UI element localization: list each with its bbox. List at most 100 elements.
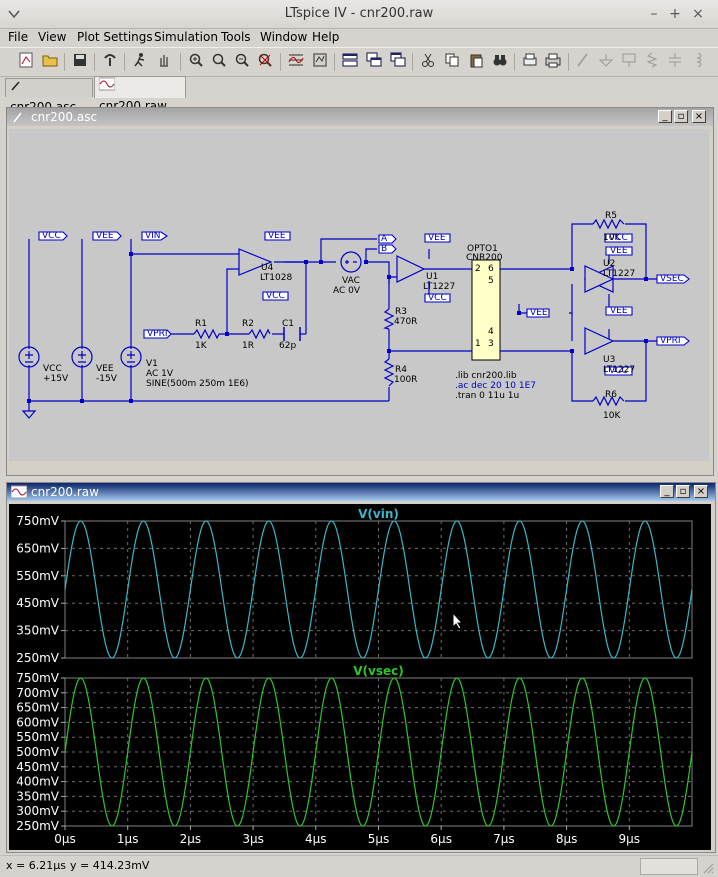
y-tick-label: 750mV <box>16 514 60 528</box>
mdi-minimize-button[interactable]: _ <box>660 485 674 498</box>
cascade-windows-icon[interactable] <box>364 52 384 72</box>
maximize-button[interactable]: + <box>669 6 681 22</box>
vac-name: VAC <box>342 276 360 286</box>
close-button[interactable]: × <box>692 6 704 22</box>
schematic-canvas[interactable]: VCC VEE VIN VPRI VEE VCC A B VEE VCC VCC… <box>9 129 709 461</box>
r6-value: 10K <box>603 411 621 421</box>
trace-title: V(vsec) <box>353 664 403 678</box>
menu-help[interactable]: Help <box>312 30 340 44</box>
zoom-in-icon[interactable] <box>209 52 229 72</box>
menu-tools[interactable]: Tools <box>221 30 251 44</box>
resistor-icon[interactable] <box>642 52 662 72</box>
v1-ac: AC 1V <box>146 369 174 379</box>
print-icon[interactable] <box>543 52 563 72</box>
app-icon[interactable] <box>7 7 21 21</box>
x-tick-label: 6µs <box>430 832 452 846</box>
tab-schematic[interactable]: cnr200.asc <box>5 78 93 114</box>
x-tick-label: 5µs <box>368 832 390 846</box>
inductor-icon[interactable] <box>688 52 708 72</box>
cursor-y-readout: y = 414.23mV <box>70 859 150 872</box>
ground-icon[interactable] <box>596 52 616 72</box>
menu-simulation[interactable]: Simulation <box>154 30 218 44</box>
mdi-close-button[interactable]: × <box>692 110 706 123</box>
v1-name: V1 <box>146 359 158 369</box>
menu-plot-settings[interactable]: Plot Settings <box>77 30 153 44</box>
resize-grip-icon[interactable] <box>700 860 714 874</box>
mdi-minimize-button[interactable]: _ <box>658 110 672 123</box>
zoom-out-icon[interactable] <box>232 52 252 72</box>
vcc-source-name: VCC <box>43 364 62 374</box>
opto-value: CNR200 <box>466 253 503 263</box>
u1-name: U1 <box>426 272 439 282</box>
u3-value: LT1227 <box>603 365 636 375</box>
net-label-vcc-u4: VCC <box>266 291 285 301</box>
waveform-window-titlebar[interactable]: cnr200.raw _ ▫ × <box>7 483 715 501</box>
y-tick-label: 500mV <box>16 745 60 759</box>
zoom-cancel-icon[interactable] <box>255 52 275 72</box>
toolbar <box>0 47 718 77</box>
control-panel-icon[interactable] <box>100 52 120 72</box>
net-label-b: B <box>381 244 388 254</box>
menu-view[interactable]: View <box>38 30 67 44</box>
mdi-close-button[interactable]: × <box>694 485 708 498</box>
toolbar-separator <box>568 53 569 71</box>
new-schematic-icon[interactable] <box>16 52 36 72</box>
u2-name: U2 <box>603 259 616 269</box>
net-label-vin: VIN <box>145 231 161 241</box>
net-label-vpri-output: VPRI <box>660 336 681 346</box>
schematic-window: cnr200.asc _ ▫ × <box>6 107 714 476</box>
autorange-icon[interactable] <box>286 52 306 72</box>
cut-icon[interactable] <box>418 52 438 72</box>
mdi-restore-button[interactable]: ▫ <box>674 110 688 123</box>
y-tick-label: 300mV <box>16 804 60 818</box>
tile-horizontal-icon[interactable] <box>340 52 360 72</box>
tab-waveform[interactable]: cnr200.raw <box>94 76 186 113</box>
junctions <box>27 252 648 403</box>
halt-hand-icon[interactable] <box>154 52 174 72</box>
c1-value: 62p <box>279 341 297 351</box>
pick-visible-traces-icon[interactable] <box>310 52 330 72</box>
net-label-vee: VEE <box>96 231 114 241</box>
draw-wire-icon[interactable] <box>573 52 593 72</box>
minimize-button[interactable]: – <box>650 6 658 22</box>
open-folder-icon[interactable] <box>40 52 60 72</box>
title-bar: LTspice IV - cnr200.raw – + × <box>0 0 718 29</box>
opto-pin-5: 5 <box>488 276 494 286</box>
spice-directive-ac[interactable]: .ac dec 20 10 1E7 <box>455 381 537 391</box>
x-tick-label: 3µs <box>242 832 264 846</box>
copy-icon[interactable] <box>442 52 462 72</box>
net-label-vcc: VCC <box>42 231 61 241</box>
print-preview-icon[interactable] <box>520 52 540 72</box>
net-label-vpri-input: VPRI <box>147 329 168 339</box>
label-net-icon[interactable] <box>619 52 639 72</box>
y-tick-label: 550mV <box>16 569 60 583</box>
y-tick-label: 600mV <box>16 715 60 729</box>
schematic-window-titlebar[interactable]: cnr200.asc _ ▫ × <box>7 108 713 126</box>
net-label-vcc-u3: VCC <box>609 366 628 376</box>
tile-vertical-icon[interactable] <box>388 52 408 72</box>
menu-window[interactable]: Window <box>260 30 308 44</box>
schematic-drawing <box>18 218 690 419</box>
toolbar-separator <box>124 53 125 71</box>
voltage-sources <box>18 251 362 419</box>
opto-pin-4: 4 <box>488 327 494 337</box>
capacitor-icon[interactable] <box>665 52 685 72</box>
find-binoculars-icon[interactable] <box>490 52 510 72</box>
mdi-restore-button[interactable]: ▫ <box>676 485 690 498</box>
paste-icon[interactable] <box>466 52 486 72</box>
save-icon[interactable] <box>70 52 90 72</box>
spice-directive-tran[interactable]: .tran 0 11u 1u <box>455 391 520 401</box>
toolbar-separator <box>64 53 65 71</box>
run-icon[interactable] <box>130 52 150 72</box>
zoom-area-icon[interactable] <box>186 52 206 72</box>
toolbar-separator <box>180 53 181 71</box>
resistors <box>193 218 625 407</box>
x-tick-label: 0µs <box>54 832 76 846</box>
spice-directive-lib[interactable]: .lib cnr200.lib <box>455 371 517 381</box>
c1-name: C1 <box>282 319 295 329</box>
menu-file[interactable]: File <box>8 30 29 44</box>
y-tick-label: 350mV <box>16 624 60 638</box>
optocoupler-body <box>471 259 501 361</box>
